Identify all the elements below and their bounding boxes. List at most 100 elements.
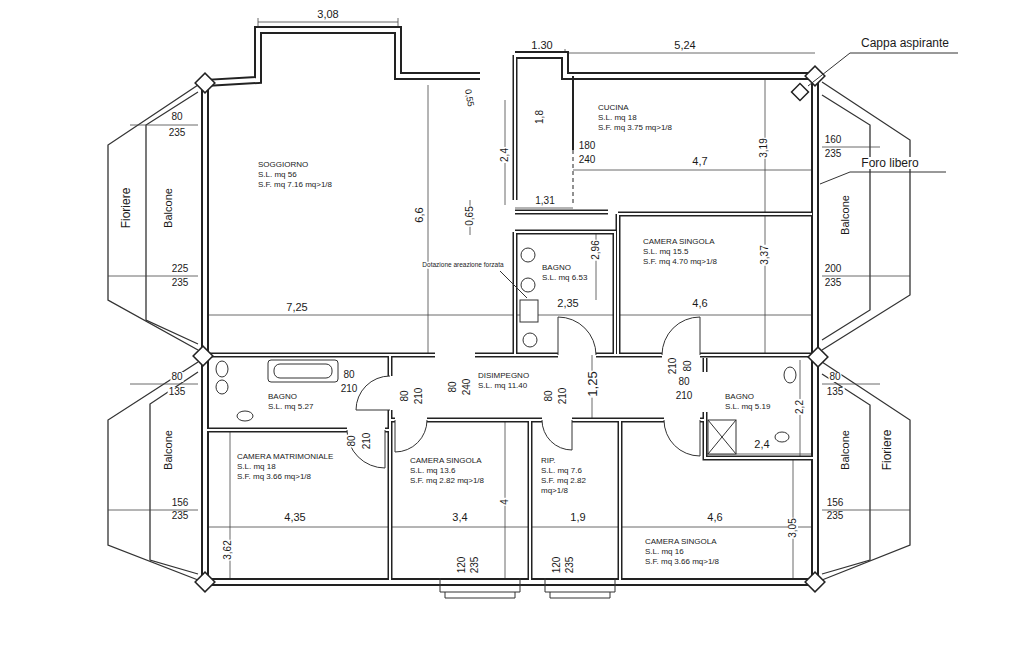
dimension-label: 3,19	[759, 137, 769, 158]
room-name: BAGNO	[542, 263, 587, 273]
room-area-note: S.F. mq 2.82 mq>1/8	[410, 476, 484, 486]
dimension-label: 1,9	[569, 512, 586, 523]
room-label-group: CAMERA SINGOLAS.L. mq 15.5S.F. mq 4.70 m…	[643, 237, 717, 267]
dimension-label: 2,4	[753, 439, 770, 450]
dimension-label: 235	[824, 149, 843, 159]
room-name: BAGNO	[268, 392, 313, 402]
room-label-group: BAGNOS.L. mq 6.53	[542, 263, 587, 283]
dimension-label: 80	[677, 377, 690, 387]
dimension-label: 135	[168, 387, 187, 397]
dimension-label: 80	[400, 389, 410, 402]
room-area-note: S.F. mq 2.82 mq>1/8	[541, 476, 597, 496]
room-area-note: S.L. mq 15.5	[643, 247, 717, 257]
room-label-group: CAMERA SINGOLAS.L. mq 16S.F. mq 3.66 mq>…	[645, 537, 719, 567]
door-swing	[347, 317, 700, 468]
dimension-label: 3,05	[788, 517, 798, 538]
dimension-label: 210	[414, 387, 424, 406]
annotation-label: Fioriere	[881, 429, 893, 472]
room-name: CAMERA SINGOLA	[643, 237, 717, 247]
dimension-label: 156	[826, 498, 845, 508]
room-area-note: S.L. mq 7.6	[541, 466, 597, 476]
annotation-label: Balcone	[163, 429, 174, 471]
room-name: SOGGIORNO	[258, 160, 332, 170]
dimension-label: 240	[578, 155, 597, 165]
dimension-label: 2,96	[591, 239, 601, 260]
room-area-note: S.F. mq 3.66 mq>1/8	[645, 557, 719, 567]
dimension-label: 235	[171, 278, 190, 288]
room-label-group: BAGNOS.L. mq 5.27	[268, 392, 313, 412]
dimension-label: 180	[578, 141, 597, 151]
dimension-label: 210	[340, 384, 359, 394]
annotation-label: Balcone	[840, 194, 851, 236]
room-area-note: S.L. mq 16	[645, 547, 719, 557]
room-area-note: S.F. mq 7.16 mq>1/8	[258, 180, 332, 190]
dimension-label: 0,55	[463, 88, 475, 109]
dimension-label: 4,35	[283, 512, 306, 523]
dimension-label: 240	[462, 378, 472, 397]
dimension-label: 4,6	[691, 298, 708, 309]
room-area: CAMERA MATRIMONIALES.L. mq 18S.F. mq 3.6…	[210, 433, 388, 579]
room-name: CAMERA MATRIMONIALE	[237, 452, 333, 462]
annotation-label: Cappa aspirante	[860, 37, 950, 49]
dimension-label: 120	[457, 556, 467, 575]
dimension-label: 210	[558, 387, 568, 406]
dimension-label: 2,2	[795, 399, 805, 415]
room-label-group: DISIMPEGNOS.L. mq 11.40	[478, 371, 529, 391]
dimension-label: 3,37	[760, 244, 770, 265]
sanitary-fixture	[216, 248, 796, 454]
column	[193, 66, 828, 592]
dimension-label: 225	[171, 264, 190, 274]
room-area-note: S.F. mq 4.70 mq>1/8	[643, 257, 717, 267]
room-area-note: S.L. mq 18	[598, 113, 672, 123]
dimension-label: 2,35	[556, 298, 579, 309]
room-label-group: CAMERA SINGOLAS.L. mq 13.6S.F. mq 2.82 m…	[410, 456, 484, 486]
dimension-label: 156	[171, 498, 190, 508]
dimension-label: 80	[170, 112, 183, 122]
room-name: CAMERA SINGOLA	[410, 456, 484, 466]
dimension-label: 210	[362, 432, 372, 451]
room-area: CUCINAS.L. mq 18S.F. mq 3.75 mq>1/8	[576, 80, 812, 208]
dimension-label: 80	[683, 359, 693, 372]
dimension-label: 4,7	[691, 156, 708, 167]
wall	[205, 30, 815, 582]
dimension-label: 4,6	[706, 512, 723, 523]
dimension-label: 235	[470, 556, 480, 575]
balcony-outline	[108, 82, 910, 580]
dimension-label: 80	[544, 389, 554, 402]
dimension-label: 235	[826, 511, 845, 521]
dimension-label: 1,25	[586, 370, 599, 397]
dimension-label: 1,31	[534, 196, 555, 206]
room-label-group: BAGNOS.L. mq 5.19	[725, 392, 770, 412]
dimension-label: 80	[170, 372, 183, 382]
dimension-label: 210	[675, 391, 694, 401]
room-name: CAMERA SINGOLA	[645, 537, 719, 547]
dimension-label: 200	[824, 264, 843, 274]
room-area-note: S.L. mq 5.27	[268, 402, 313, 412]
dimension-label: 4	[500, 498, 510, 506]
dimension-label: 210	[668, 357, 678, 376]
room-area-note: S.F. mq 3.75 mq>1/8	[598, 123, 672, 133]
dimension-label: 120	[552, 556, 562, 575]
annotation-label: Balcone	[840, 429, 851, 471]
room-area-note: S.L. mq 56	[258, 170, 332, 180]
dimension-label: 80	[342, 370, 355, 380]
room-area-note: S.L. mq 11.40	[478, 381, 529, 391]
room-area-note: S.F. mq 3.66 mq>1/8	[237, 472, 333, 482]
room-area: BAGNOS.L. mq 5.27	[210, 358, 388, 428]
room-label-group: CAMERA MATRIMONIALES.L. mq 18S.F. mq 3.6…	[237, 452, 333, 482]
room-name: CUCINA	[598, 103, 672, 113]
room-area-note: S.L. mq 13.6	[410, 466, 484, 476]
dimension-label: 3,4	[451, 512, 468, 523]
dimension-label: 1.30	[530, 40, 553, 51]
room-name: RIP.	[541, 456, 597, 466]
dimension-label: 80	[448, 380, 458, 393]
dimension-label: 235	[168, 128, 187, 138]
leader-line	[500, 53, 958, 298]
dimension-line	[108, 18, 910, 582]
room-area: SOGGIORNOS.L. mq 56S.F. mq 7.16 mq>1/8	[210, 86, 475, 352]
room-area-note: S.L. mq 6.53	[542, 273, 587, 283]
dimension-label: 0,65	[465, 205, 475, 226]
dimension-label: 80	[347, 434, 357, 447]
